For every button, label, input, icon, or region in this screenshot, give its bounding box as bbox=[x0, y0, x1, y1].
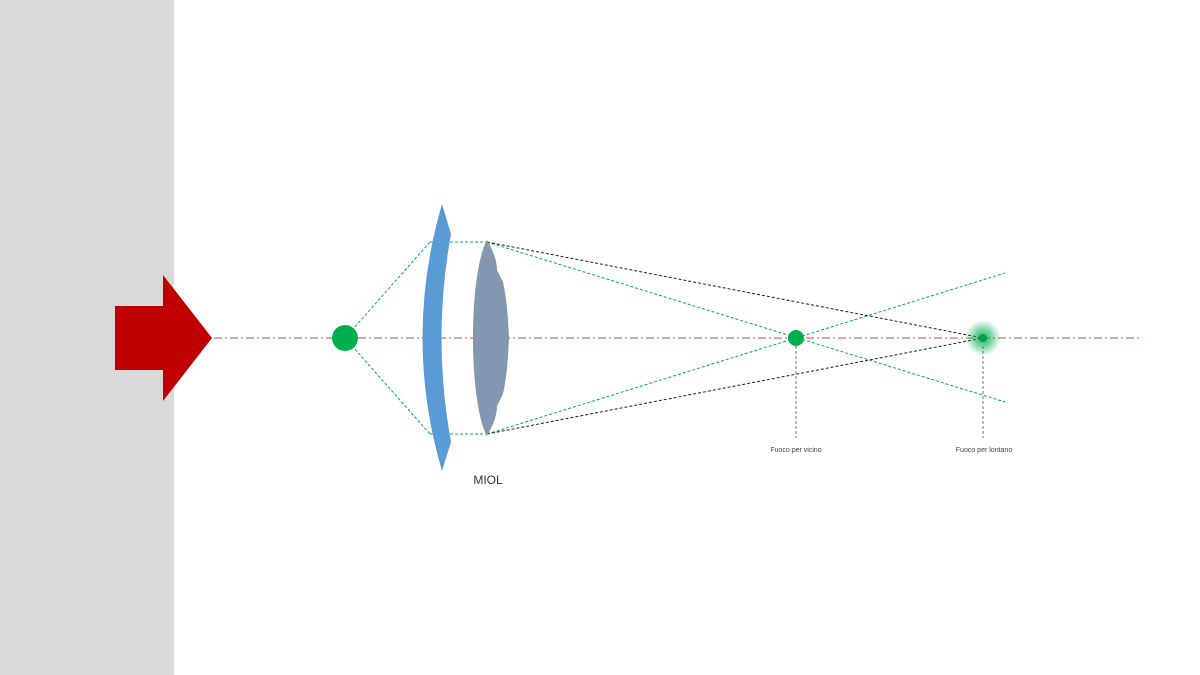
ray-far-top bbox=[486, 241, 984, 339]
ray-far-bottom bbox=[486, 337, 984, 435]
far-focus-point bbox=[979, 334, 987, 342]
lens-label: MIOL bbox=[473, 473, 503, 487]
near-focus-label: Fuoco per vicino bbox=[770, 447, 821, 454]
ray-source-top bbox=[344, 241, 431, 339]
cornea-shape bbox=[422, 204, 451, 471]
near-focus-point bbox=[788, 330, 804, 346]
ray-source-bottom bbox=[344, 337, 431, 435]
miol-lens-shape bbox=[473, 240, 509, 436]
ray-near-top bbox=[486, 241, 1006, 403]
red-arrow-icon bbox=[115, 275, 212, 401]
green-dot-icon bbox=[332, 325, 358, 351]
far-focus-label: Fuoco per lontano bbox=[956, 447, 1013, 454]
ray-near-bottom bbox=[486, 272, 1006, 435]
